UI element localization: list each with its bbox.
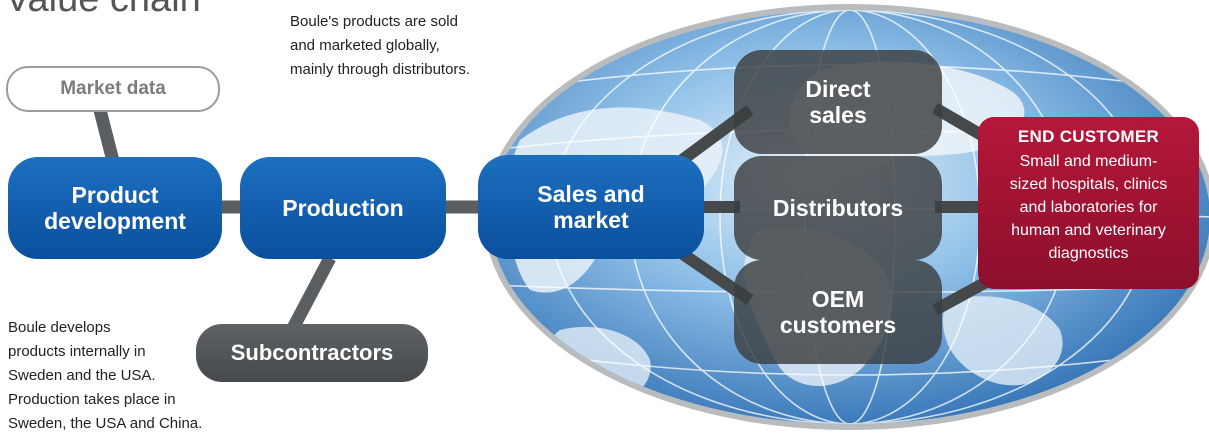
distributors-node: Distributors [734, 156, 942, 260]
development-info-note: Boule develops products internally in Sw… [8, 319, 203, 432]
product-development-label: Product development [44, 181, 186, 234]
end-customer-description: Small and medium- sized hospitals, clini… [1009, 153, 1168, 262]
connector-oem-end [932, 274, 993, 316]
oem-customers-node: OEM customers [734, 260, 942, 364]
market-data-node: Market data [6, 66, 220, 112]
subcontractors-node: Subcontractors [196, 324, 428, 382]
end-customer-title: END CUSTOMER [1017, 127, 1160, 146]
connector-subcontractors [286, 254, 336, 334]
sales-and-market-node: Sales and market [478, 155, 704, 259]
sales-and-market-label: Sales and market [537, 180, 645, 233]
subcontractors-label: Subcontractors [230, 340, 394, 366]
direct-sales-node: Direct sales [734, 50, 942, 154]
market-data-label: Market data [60, 78, 166, 100]
production-node: Production [240, 157, 446, 259]
oem-customers-label: OEM customers [779, 285, 897, 338]
product-development-node: Product development [8, 157, 222, 259]
direct-sales-label: Direct sales [805, 75, 871, 128]
connector-market-data [93, 108, 121, 167]
production-label: Production [282, 194, 404, 221]
diagram-title: Value chain [5, 0, 201, 21]
sales-info-note: Boule's products are sold and marketed g… [290, 13, 471, 78]
end-customer-node: END CUSTOMER Small and medium- sized hos… [978, 117, 1199, 289]
distributors-label: Distributors [772, 194, 904, 221]
